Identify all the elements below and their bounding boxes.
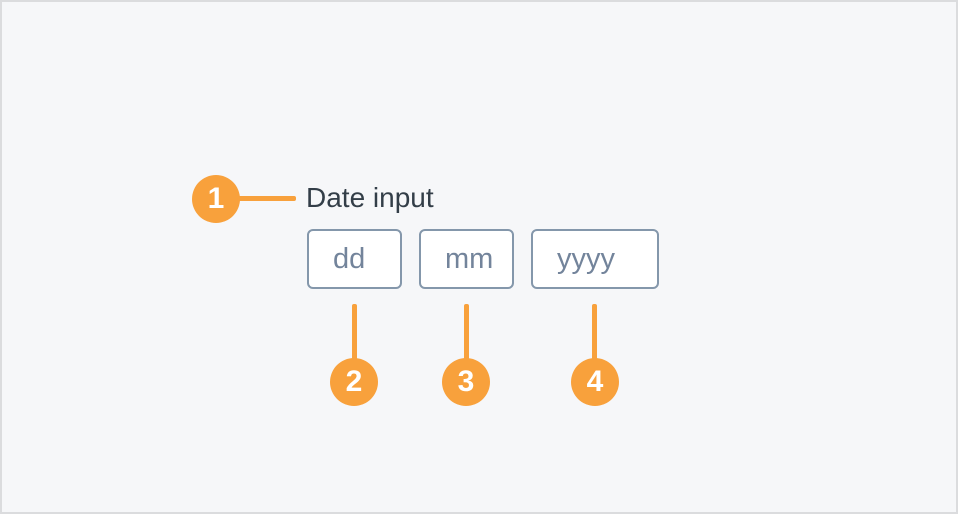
month-input[interactable]: [419, 229, 514, 289]
annotation-marker-3-number: 3: [457, 365, 475, 398]
annotation-marker-1-number: 1: [207, 182, 225, 215]
annotation-marker-4-number: 4: [586, 365, 604, 398]
year-input[interactable]: [531, 229, 659, 289]
annotation-marker-1: 1: [192, 175, 240, 223]
callout-line-4: [592, 304, 597, 366]
date-input-label: Date input: [306, 182, 434, 213]
callout-line-1: [238, 196, 296, 201]
day-input[interactable]: [307, 229, 402, 289]
annotation-marker-3: 3: [442, 358, 490, 406]
annotation-marker-2-number: 2: [345, 365, 363, 398]
annotation-marker-4: 4: [571, 358, 619, 406]
callout-line-3: [464, 304, 469, 366]
callout-line-2: [352, 304, 357, 366]
annotation-marker-2: 2: [330, 358, 378, 406]
